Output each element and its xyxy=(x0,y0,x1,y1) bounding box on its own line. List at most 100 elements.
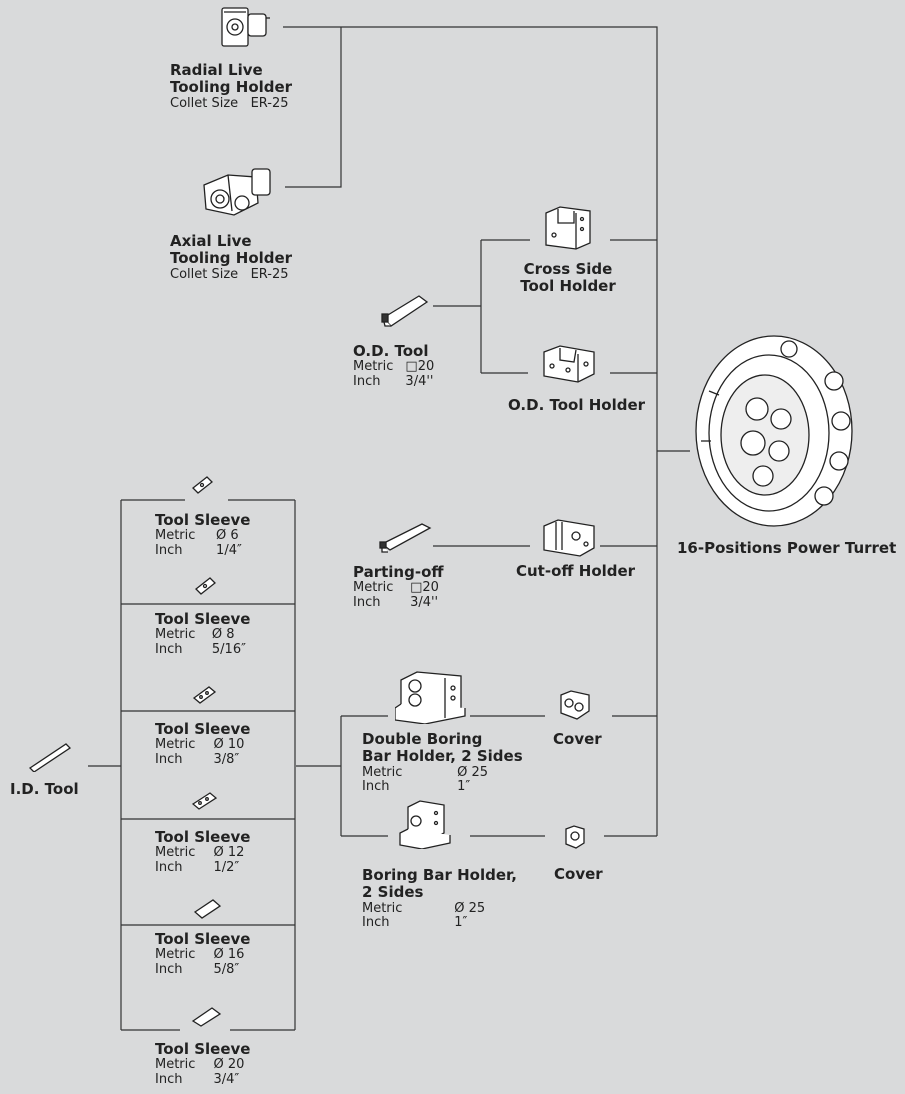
title: I.D. Tool xyxy=(10,780,79,798)
title: O.D. Tool xyxy=(353,342,429,360)
parting-label: Parting-off Metric □20 Inch 3/4'' xyxy=(353,563,444,610)
title: 2 Sides xyxy=(362,883,424,902)
metric-label: Metric xyxy=(362,900,403,916)
inch-label: Inch xyxy=(362,914,390,930)
tool-sleeve-icon xyxy=(192,897,222,919)
cross-side-holder-label: Cross Side Tool Holder xyxy=(520,260,616,296)
metric-value: Ø 25 xyxy=(454,900,486,916)
inch-value: 3/4'' xyxy=(405,373,434,389)
tool-sleeve-label: Tool Sleeve Metric Ø 10 Inch 3/8″ xyxy=(155,720,251,767)
tool-sleeve-label: Tool Sleeve Metric Ø 12 Inch 1/2″ xyxy=(155,828,251,875)
metric-label: Metric xyxy=(362,764,403,780)
metric-value: Ø 25 xyxy=(457,764,488,780)
inch-label: Inch xyxy=(353,373,381,389)
metric-label: Metric xyxy=(155,737,196,753)
inch-label: Inch xyxy=(155,542,183,558)
metric-label: Metric xyxy=(155,845,196,861)
inch-value: 1/4″ xyxy=(216,542,242,558)
od-tool-icon xyxy=(379,292,431,332)
collet-size: Collet Size ER-25 xyxy=(170,95,289,111)
metric-value: □20 xyxy=(405,359,435,375)
double-boring-holder-icon xyxy=(395,668,469,724)
title: Tool Sleeve xyxy=(155,610,251,628)
inch-value: 5/8″ xyxy=(213,961,240,977)
metric-value: Ø 12 xyxy=(213,845,245,861)
power-turret-icon xyxy=(689,331,859,531)
metric-label: Metric xyxy=(155,528,196,544)
title: Double Boring xyxy=(362,730,483,748)
title: Tool Sleeve xyxy=(155,720,251,738)
inch-value: 1″ xyxy=(457,778,471,794)
inch-value: 5/16″ xyxy=(211,641,246,657)
title: Tool Sleeve xyxy=(155,828,251,846)
inch-label: Inch xyxy=(155,859,183,875)
title: Tooling Holder xyxy=(170,78,293,97)
metric-label: Metric xyxy=(155,1057,196,1073)
cover-icon xyxy=(563,824,587,850)
inch-value: 3/4″ xyxy=(213,1071,240,1087)
tool-sleeve-label: Tool Sleeve Metric Ø 8 Inch 5/16″ xyxy=(155,610,251,657)
cover-label: Cover xyxy=(553,730,602,748)
double-boring-label: Double Boring Bar Holder, 2 Sides Metric… xyxy=(362,730,523,794)
turret-label: 16-Positions Power Turret xyxy=(677,539,897,557)
title: Cover xyxy=(554,865,603,883)
title: Tool Sleeve xyxy=(155,930,251,948)
id-tool-icon xyxy=(28,742,72,772)
inch-label: Inch xyxy=(155,641,183,657)
title: O.D. Tool Holder xyxy=(508,396,646,414)
cutoff-holder-icon xyxy=(540,518,600,558)
tool-sleeve-label: Tool Sleeve Metric Ø 20 Inch 3/4″ xyxy=(155,1040,251,1087)
inch-value: 3/8″ xyxy=(213,751,240,767)
radial-holder-label: Radial Live Tooling Holder Collet Size E… xyxy=(170,61,293,111)
title: Boring Bar Holder, xyxy=(362,866,517,884)
tool-sleeve-label: Tool Sleeve Metric Ø 6 Inch 1/4″ xyxy=(155,511,251,558)
inch-label: Inch xyxy=(155,1071,183,1087)
inch-value: 3/4'' xyxy=(410,594,439,610)
title: Tool Sleeve xyxy=(155,511,251,529)
radial-holder-icon xyxy=(216,0,272,52)
title: Tool Sleeve xyxy=(155,1040,251,1058)
title: Parting-off xyxy=(353,563,444,581)
title: Axial Live xyxy=(170,232,252,250)
metric-value: Ø 6 xyxy=(216,528,239,544)
metric-label: Metric xyxy=(353,359,394,375)
metric-value: □20 xyxy=(410,580,439,596)
od-tool-label: O.D. Tool Metric □20 Inch 3/4'' xyxy=(353,342,435,389)
tool-sleeve-icon xyxy=(190,474,214,494)
connector xyxy=(285,27,342,188)
tool-sleeve-icon xyxy=(190,790,218,810)
title: 16-Positions Power Turret xyxy=(677,539,897,557)
axial-holder-label: Axial Live Tooling Holder Collet Size ER… xyxy=(170,232,293,282)
metric-label: Metric xyxy=(155,627,196,643)
metric-label: Metric xyxy=(353,580,394,596)
id-tool-label: I.D. Tool xyxy=(10,780,79,798)
metric-label: Metric xyxy=(155,947,196,963)
od-holder-label: O.D. Tool Holder xyxy=(508,396,646,414)
metric-value: Ø 8 xyxy=(211,627,235,643)
axial-holder-icon xyxy=(198,163,278,223)
cover-label: Cover xyxy=(554,865,603,883)
title: Tooling Holder xyxy=(170,249,293,268)
metric-value: Ø 20 xyxy=(213,1057,245,1073)
connector xyxy=(283,26,658,836)
inch-value: 1″ xyxy=(454,914,468,930)
cover-icon xyxy=(557,689,593,721)
title: Cross Side xyxy=(523,260,613,278)
metric-value: Ø 10 xyxy=(213,737,245,753)
tool-sleeve-icon xyxy=(191,684,217,704)
title: Radial Live xyxy=(170,61,263,79)
inch-label: Inch xyxy=(155,751,183,767)
inch-label: Inch xyxy=(362,778,390,794)
od-holder-icon xyxy=(540,344,598,384)
boring-holder-icon xyxy=(398,799,452,849)
inch-label: Inch xyxy=(353,594,381,610)
inch-label: Inch xyxy=(155,961,183,977)
title: Tool Holder xyxy=(520,277,616,296)
cross-side-holder-icon xyxy=(540,203,596,253)
boring-holder-label: Boring Bar Holder, 2 Sides Metric Ø 25 I… xyxy=(362,866,517,930)
inch-value: 1/2″ xyxy=(213,859,240,875)
parting-tool-icon xyxy=(378,520,434,556)
tool-sleeve-icon xyxy=(190,1005,222,1027)
